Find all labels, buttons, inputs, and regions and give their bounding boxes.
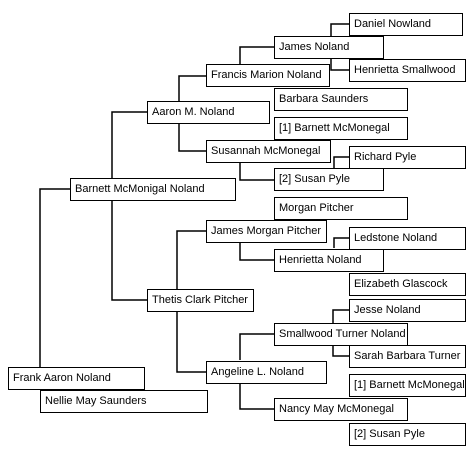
connector-angeline-smallwood <box>239 333 274 360</box>
person-nancy-may-mcmonegal: Nancy May McMonegal <box>274 398 408 421</box>
person-james-noland: James Noland <box>274 36 384 59</box>
person-barnett-mcmonegal-1: [1] Barnett McMonegal <box>274 117 408 140</box>
person-barnett-mcmonegal-1-b: [1] Barnett McMonegal <box>349 374 466 397</box>
connector-susan-richard <box>333 156 349 168</box>
person-aaron-m-noland: Aaron M. Noland <box>147 101 270 124</box>
person-francis-marion-noland: Francis Marion Noland <box>206 64 330 87</box>
connector-henrietta-ledstone <box>333 237 349 248</box>
person-barbara-saunders: Barbara Saunders <box>274 88 408 111</box>
person-henrietta-smallwood: Henrietta Smallwood <box>349 59 466 82</box>
connector-francis-james <box>239 46 274 64</box>
person-barnett-mcmonigal-noland: Barnett McMonigal Noland <box>70 178 236 201</box>
person-jesse-noland: Jesse Noland <box>349 299 466 322</box>
person-nellie-may-saunders: Nellie May Saunders <box>40 390 208 413</box>
person-henrietta-noland: Henrietta Noland <box>274 249 384 272</box>
person-susannah-mcmonegal: Susannah McMonegal <box>206 140 331 163</box>
person-elizabeth-glascock: Elizabeth Glascock <box>349 273 466 296</box>
person-ledstone-noland: Ledstone Noland <box>349 227 466 250</box>
person-smallwood-turner-noland: Smallwood Turner Noland <box>274 323 408 346</box>
person-morgan-pitcher: Morgan Pitcher <box>274 197 408 220</box>
person-james-morgan-pitcher: James Morgan Pitcher <box>206 220 327 243</box>
person-susan-pyle-2-b: [2] Susan Pyle <box>349 423 466 446</box>
connector-susannah-susan <box>239 163 274 181</box>
person-thetis-clark-pitcher: Thetis Clark Pitcher <box>147 289 254 312</box>
connector-barnett-parents <box>111 111 147 301</box>
connector-angeline-nancy <box>239 384 274 410</box>
person-sarah-barbara-turner: Sarah Barbara Turner <box>349 345 466 368</box>
person-susan-pyle-2: [2] Susan Pyle <box>274 168 384 191</box>
person-frank-aaron-noland: Frank Aaron Noland <box>8 367 145 390</box>
person-richard-pyle: Richard Pyle <box>349 146 466 169</box>
connector-jmp-henrietta <box>239 243 274 261</box>
person-angeline-l-noland: Angeline L. Noland <box>206 361 327 384</box>
person-daniel-nowland: Daniel Nowland <box>349 13 463 36</box>
connector-frank-barnett <box>39 188 70 367</box>
